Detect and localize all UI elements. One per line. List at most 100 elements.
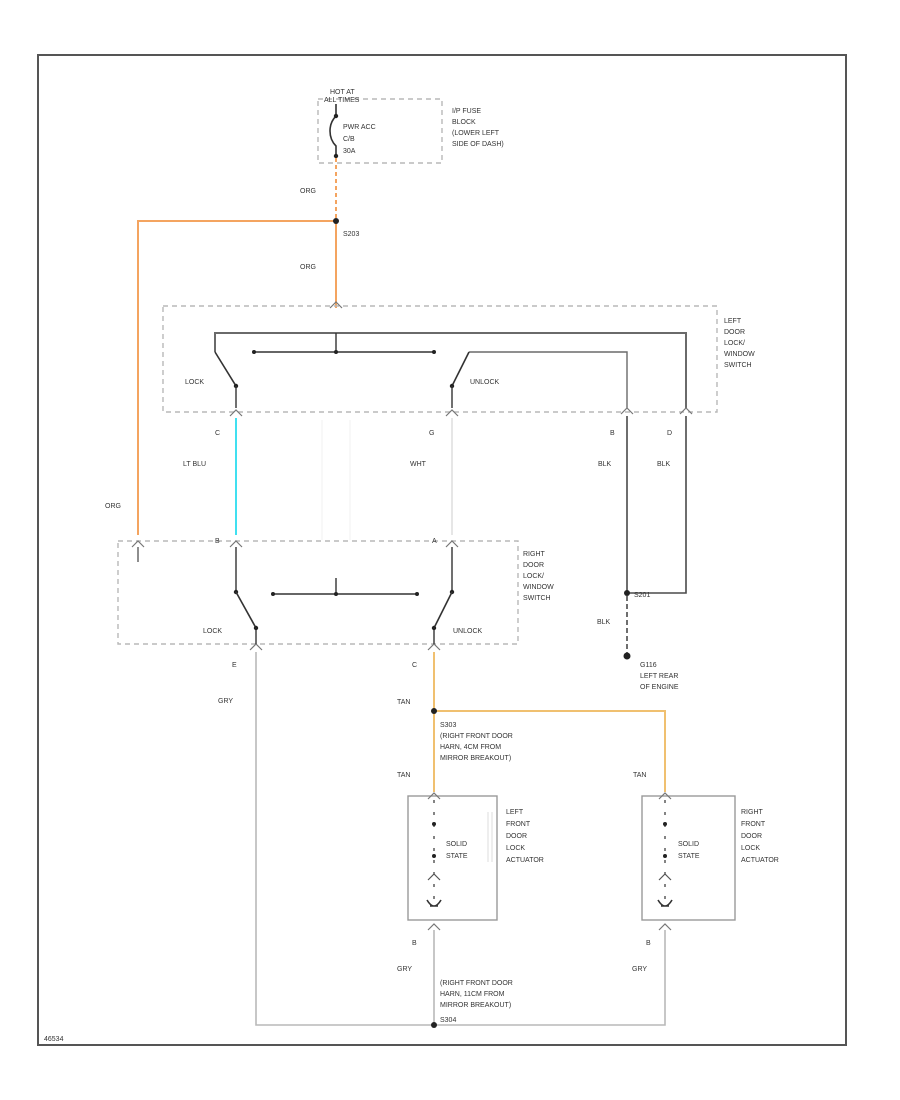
hot-at-label: HOT AT bbox=[330, 89, 355, 96]
connector-g-symbol bbox=[445, 409, 459, 417]
left-switch-title-1: LEFT bbox=[724, 318, 742, 325]
connector-rb-symbol bbox=[229, 540, 243, 548]
right-switch-title-5: SWITCH bbox=[523, 595, 551, 602]
splice-s303-label: S303 bbox=[440, 722, 456, 729]
left-switch-top-rail bbox=[214, 332, 687, 408]
right-unlock-contact bbox=[431, 625, 437, 631]
gray-return-circuit: GRY GRY GRY (RIGHT FRONT DOOR HARN, 11CM… bbox=[218, 652, 666, 1028]
right-pin-b: B bbox=[215, 538, 220, 545]
s303-desc-3: MIRROR BREAKOUT) bbox=[440, 755, 511, 762]
left-switch-outline bbox=[162, 305, 718, 413]
circuit-breaker-name: PWR ACC bbox=[343, 124, 376, 131]
left-actuator-label-4: LOCK bbox=[506, 845, 525, 852]
circuit-breaker-rating: 30A bbox=[343, 148, 356, 155]
left-switch-ground-rail bbox=[469, 351, 628, 408]
left-lock-blade bbox=[214, 351, 237, 387]
fuse-block: HOT AT ALL TIMES PWR ACC C/B 30A I/P FUS… bbox=[317, 89, 504, 164]
s304-desc-3: MIRROR BREAKOUT) bbox=[440, 1002, 511, 1009]
right-pin-e: E bbox=[232, 662, 237, 669]
wht-label: WHT bbox=[410, 461, 427, 468]
left-switch-title-5: SWITCH bbox=[724, 362, 752, 369]
fuse-block-name-2: BLOCK bbox=[452, 119, 476, 126]
left-pin-d: D bbox=[667, 430, 672, 437]
right-pin-a: A bbox=[432, 538, 437, 545]
blk-label-2: BLK bbox=[657, 461, 671, 468]
right-bar-dot-right bbox=[415, 592, 419, 596]
fuse-block-name-1: I/P FUSE bbox=[452, 108, 481, 115]
right-actuator-pin-b: B bbox=[646, 940, 651, 947]
connector-re-symbol bbox=[249, 643, 263, 651]
tan-label-2: TAN bbox=[397, 772, 410, 779]
connector-rc-symbol bbox=[427, 643, 441, 651]
right-actuator-label-3: DOOR bbox=[741, 833, 762, 840]
middle-wires: LT BLU WHT BLK BLK bbox=[183, 416, 687, 594]
lt-blu-label: LT BLU bbox=[183, 461, 206, 468]
right-actuator-coil-symbol bbox=[657, 899, 673, 907]
fuse-block-location-2: SIDE OF DASH) bbox=[452, 141, 504, 148]
left-unlock-label: UNLOCK bbox=[470, 379, 500, 386]
connector-top-symbol bbox=[329, 301, 343, 309]
right-actuator-label-5: ACTUATOR bbox=[741, 857, 779, 864]
ground-g116-dot bbox=[623, 652, 631, 660]
right-switch-title-2: DOOR bbox=[523, 562, 544, 569]
left-actuator-pin-b: B bbox=[412, 940, 417, 947]
connector-d-symbol bbox=[679, 407, 693, 415]
splice-s201-label: S201 bbox=[634, 592, 650, 599]
circuit-breaker-symbol bbox=[329, 104, 337, 156]
orange-feed-wires: ORG S203 ORG ORG bbox=[105, 158, 359, 535]
connector-c-symbol bbox=[229, 409, 243, 417]
right-actuator-label-4: LOCK bbox=[741, 845, 760, 852]
org-label-top: ORG bbox=[300, 188, 316, 195]
s304-desc-1: (RIGHT FRONT DOOR bbox=[440, 980, 513, 987]
org-wire-left bbox=[137, 220, 336, 535]
left-front-door-lock-actuator: SOLID STATE LEFT FRONT DOOR LOCK ACTUATO… bbox=[407, 792, 544, 947]
right-pin-c: C bbox=[412, 662, 417, 669]
tan-label-1: TAN bbox=[397, 699, 410, 706]
left-actuator-label-1: LEFT bbox=[506, 809, 524, 816]
connector-org-symbol bbox=[131, 540, 145, 548]
tan-wire-right bbox=[434, 710, 666, 792]
right-actuator-inner-2: STATE bbox=[678, 853, 700, 860]
all-times-label: ALL TIMES bbox=[324, 97, 360, 104]
left-actuator-label-2: FRONT bbox=[506, 821, 531, 828]
right-lock-label: LOCK bbox=[203, 628, 222, 635]
blk-label-1: BLK bbox=[598, 461, 612, 468]
gry-label-3: GRY bbox=[632, 966, 647, 973]
left-unlock-blade bbox=[451, 351, 470, 387]
left-actuator-box bbox=[407, 795, 498, 921]
right-unlock-label: UNLOCK bbox=[453, 628, 483, 635]
gry-wire-right bbox=[434, 930, 666, 1026]
right-switch-title-3: LOCK/ bbox=[523, 573, 544, 580]
right-switch-outline bbox=[117, 540, 519, 645]
left-actuator-dot-2 bbox=[432, 854, 436, 858]
s303-desc-2: HARN, 4CM FROM bbox=[440, 744, 501, 751]
right-actuator-dot-2 bbox=[663, 854, 667, 858]
org-label-left: ORG bbox=[105, 503, 121, 510]
left-door-lock-switch: LEFT DOOR LOCK/ WINDOW SWITCH LOCK UNLOC… bbox=[162, 301, 755, 437]
connector-b-symbol bbox=[620, 407, 634, 415]
right-actuator-inner-1: SOLID bbox=[678, 841, 699, 848]
right-unlock-blade bbox=[433, 591, 453, 629]
blk-wire-d bbox=[627, 416, 687, 594]
org-label-mid: ORG bbox=[300, 264, 316, 271]
left-bar-dot-center bbox=[334, 350, 338, 354]
splice-s304-label: S304 bbox=[440, 1017, 456, 1024]
right-bar-dot-center bbox=[334, 592, 338, 596]
left-actuator-label-3: DOOR bbox=[506, 833, 527, 840]
right-actuator-ground-symbol bbox=[658, 873, 672, 881]
left-actuator-connector-top bbox=[427, 792, 441, 800]
breaker-contact-bottom bbox=[333, 153, 339, 159]
right-lock-blade bbox=[235, 591, 257, 629]
left-actuator-ground-symbol bbox=[427, 873, 441, 881]
splice-s203-dot bbox=[333, 218, 339, 224]
right-switch-title-4: WINDOW bbox=[523, 584, 554, 591]
left-pin-g: G bbox=[429, 430, 434, 437]
fuse-block-outline bbox=[317, 98, 443, 164]
right-front-door-lock-actuator: SOLID STATE RIGHT FRONT DOOR LOCK ACTUAT… bbox=[641, 792, 779, 947]
fuse-block-location-1: (LOWER LEFT bbox=[452, 130, 500, 137]
left-actuator-coil-symbol bbox=[426, 899, 442, 907]
left-actuator-connector-bottom bbox=[427, 923, 441, 931]
splice-s201-dot bbox=[624, 590, 630, 596]
left-actuator-inner-1: SOLID bbox=[446, 841, 467, 848]
